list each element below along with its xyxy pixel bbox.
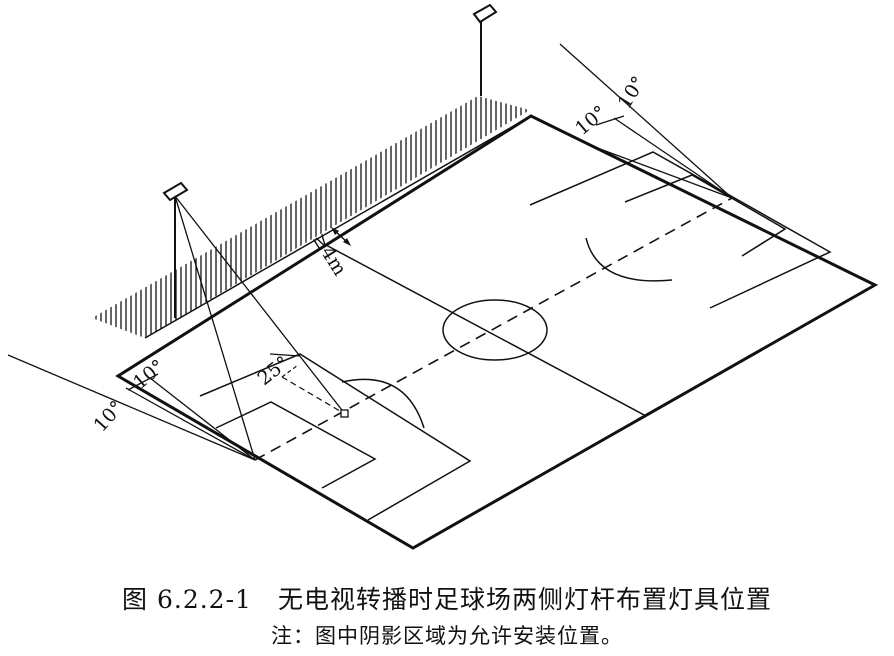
figure-caption-title: 图 6.2.2-1 无电视转播时足球场两侧灯杆布置灯具位置 [122,585,772,614]
left-penalty-area [199,353,472,521]
light-beam-left-b [174,195,346,415]
right-goal-area [624,174,787,257]
angle-label-10-right-a: 10° [571,101,611,140]
figure-caption-note: 注：图中阴影区域为允许安装位置。 [271,624,623,648]
zone-boundary-line [144,115,532,339]
aim-line-right-inner [591,145,733,199]
distance-4m-arrowhead-b [343,238,351,246]
aim-line-left-inner [149,377,256,461]
aim-line-left-outer [7,354,256,461]
angle-arrow-left-10 [127,373,159,391]
halfway-line [325,244,647,417]
left-penalty-arc [341,378,425,429]
aim-point-marker [340,409,349,418]
aim-line-right-mid [613,117,733,199]
light-beam-left-a [174,195,256,461]
angle-25-dashed-a [281,376,346,415]
right-penalty-area [529,151,832,309]
angle-label-25: 25° [254,352,294,390]
right-penalty-arc [585,237,673,282]
aim-line-right-outer [559,43,733,199]
dashed-centre-axis [254,197,733,461]
angle-label-10-left-b: 10° [89,397,128,437]
angle-label-10-right-b: 10° [614,72,651,112]
angle-25-arrow [269,353,301,357]
angle-25-dashed-b [281,364,299,378]
angle-arrow-right-10 [595,115,625,126]
center-circle [442,299,548,361]
distance-4m-arrowhead-a [331,227,339,235]
football-field-lighting-diagram: 10° 10° 10° 10° 25° ≥4m [7,3,879,550]
floodlight-head-left [162,181,189,202]
allowed-installation-zone [92,96,530,338]
floodlight-head-right [472,3,498,24]
field-boundary [115,114,879,550]
aim-line-left-mid [125,387,256,461]
left-goal-area [215,401,377,489]
